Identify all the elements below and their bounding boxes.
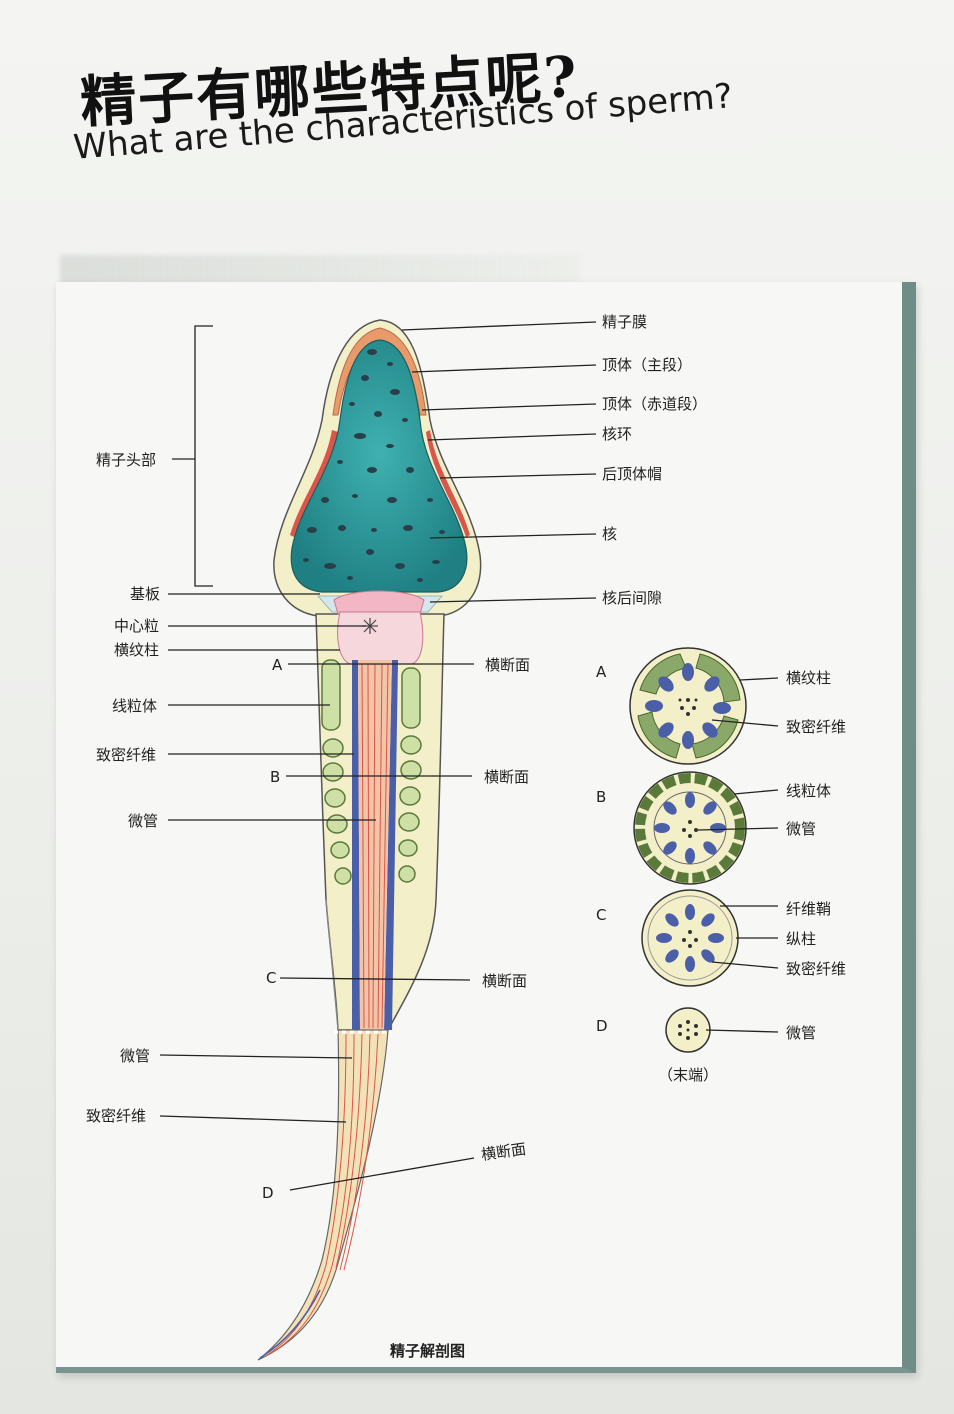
label-tail-dense-fiber: 致密纤维	[86, 1107, 146, 1125]
mitochondria-right	[398, 667, 422, 883]
sperm-midpiece	[315, 590, 445, 1031]
head-bracket: 精子头部	[96, 325, 213, 587]
axoneme-fibers	[361, 663, 389, 1029]
cross-a-item-2: 致密纤维	[786, 718, 846, 736]
section-b-marker: B	[270, 768, 280, 786]
label-membrane: 精子膜	[602, 313, 647, 331]
label-post-nuclear-space: 核后间隙	[602, 589, 662, 607]
cross-section-d	[665, 1007, 779, 1053]
section-c-marker: C	[266, 969, 276, 987]
right-leader-lines	[401, 321, 597, 603]
chromatin-spots	[303, 349, 445, 582]
diagram-caption: 精子解剖图	[390, 1342, 465, 1360]
label-nuclear-ring: 核环	[602, 425, 632, 443]
label-striated-column: 横纹柱	[114, 641, 159, 659]
cross-section-a	[629, 647, 779, 765]
dense-fiber-left	[352, 660, 360, 1030]
section-d-label: 横断面	[480, 1140, 527, 1164]
cross-c-item-2: 纵柱	[786, 930, 816, 948]
cross-a-letter: A	[596, 663, 607, 681]
label-tail-microtubule: 微管	[120, 1047, 150, 1065]
cross-d-note: （末端）	[658, 1066, 718, 1084]
cross-c-letter: C	[596, 906, 606, 924]
cross-b-letter: B	[596, 788, 606, 806]
tail-tip-blue	[259, 1289, 321, 1359]
section-a-marker: A	[272, 656, 283, 674]
tail-outline	[257, 1029, 389, 1361]
cross-c-item-3: 致密纤维	[786, 960, 846, 978]
label-basal-plate: 基板	[130, 585, 160, 603]
label-acrosome-main: 顶体（主段）	[602, 356, 692, 374]
label-dense-fiber: 致密纤维	[96, 746, 156, 764]
label-microtubule: 微管	[128, 812, 158, 830]
cross-d-letter: D	[596, 1017, 608, 1035]
head-label: 精子头部	[96, 451, 156, 469]
section-lines	[279, 663, 475, 1191]
cross-b-item-2: 微管	[786, 820, 816, 838]
connecting-piece	[337, 611, 424, 665]
cross-b-item-1: 线粒体	[786, 782, 831, 800]
cross-a-item-1: 横纹柱	[786, 669, 831, 687]
label-acrosome-equatorial: 顶体（赤道段）	[602, 395, 707, 413]
basal-plate	[333, 590, 425, 615]
dense-fiber-right	[384, 660, 398, 1030]
left-leader-lines	[159, 593, 376, 1123]
section-b-label: 横断面	[484, 768, 529, 786]
section-d-marker: D	[262, 1184, 274, 1202]
cross-section-b	[633, 771, 779, 885]
sperm-tail	[257, 1029, 392, 1361]
label-nucleus: 核	[602, 525, 617, 543]
label-post-acrosomal-cap: 后顶体帽	[602, 465, 662, 483]
fibrous-sheath-left	[325, 899, 339, 1031]
sperm-head	[273, 319, 482, 617]
label-mitochondria: 线粒体	[112, 697, 157, 715]
tail-fibers	[265, 1033, 379, 1357]
label-centriole: 中心粒	[114, 617, 159, 635]
section-c-label: 横断面	[482, 972, 527, 990]
section-a-label: 横断面	[485, 656, 530, 674]
cross-c-item-1: 纤维鞘	[786, 900, 831, 918]
cross-section-c	[641, 889, 779, 987]
cross-d-item-1: 微管	[786, 1024, 816, 1042]
